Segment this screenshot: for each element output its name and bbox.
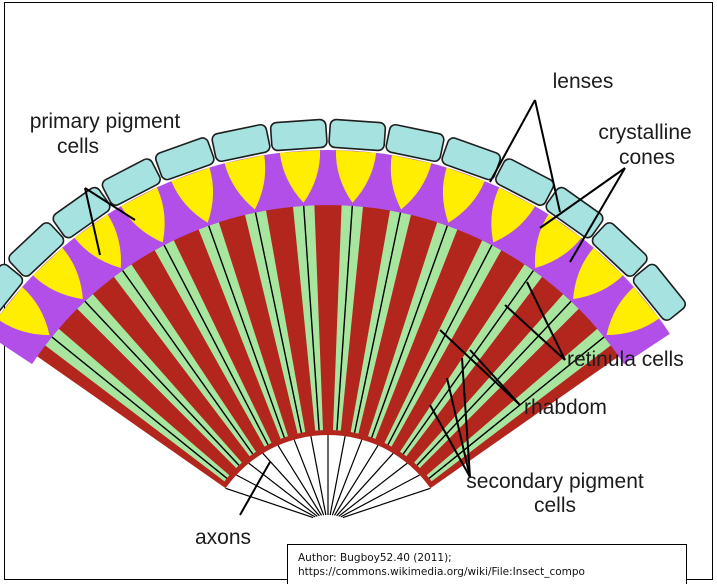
label-primary-pigment-line1: primary pigment — [30, 110, 181, 133]
label-axons: axons — [195, 526, 251, 549]
label-retinula-cells: retinula cells — [567, 348, 684, 371]
label-primary-pigment-line2: cells — [57, 135, 99, 158]
label-crystalline-line1: crystalline — [598, 121, 691, 144]
attribution-box: Author: Bugboy52.40 (2011); https://comm… — [287, 544, 687, 584]
pointer-axons — [240, 462, 270, 515]
lens-facet — [329, 119, 386, 151]
label-crystalline-line2: cones — [619, 146, 675, 169]
label-lenses: lenses — [553, 70, 614, 93]
lens-facet — [270, 119, 327, 151]
axon-line — [337, 453, 394, 515]
label-secondary-pigment-line2: cells — [534, 494, 576, 517]
attribution-author: Author: Bugboy52.40 (2011); — [298, 551, 686, 565]
axon-line — [263, 453, 320, 515]
label-secondary-pigment-line1: secondary pigment — [466, 470, 644, 493]
ommatidia-structure — [0, 119, 688, 517]
attribution-url: https://commons.wikimedia.org/wiki/File:… — [298, 565, 686, 579]
label-rhabdom: rhabdom — [524, 396, 607, 419]
